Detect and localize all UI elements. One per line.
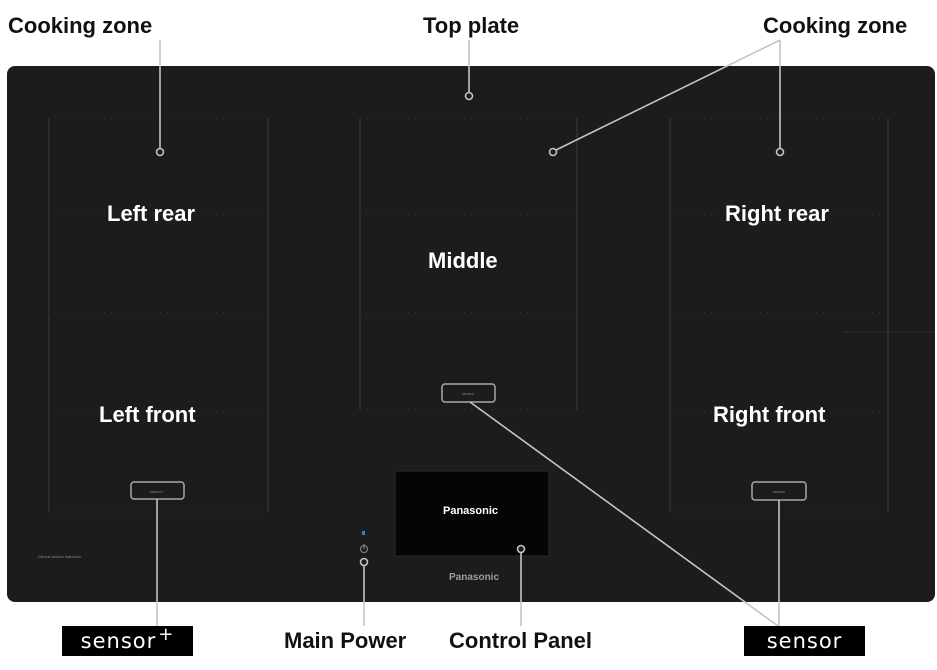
callout-cooking-zone-right: Cooking zone [763, 13, 908, 38]
callout-lines [156, 39, 781, 627]
sensor-marker-text: sensor+ sensor sensor [150, 391, 786, 494]
sensor-text: sensor [766, 629, 843, 653]
zone-boundaries [48, 118, 889, 512]
callout-dot [155, 147, 165, 157]
control-panel-display[interactable] [394, 470, 550, 557]
zone-label-left-rear: Left rear [107, 201, 196, 226]
cooktop-top-plate [7, 66, 935, 602]
callout-dot [464, 91, 474, 101]
zone-label-middle: Middle [428, 248, 498, 273]
zone-label-right-rear: Right rear [725, 201, 829, 226]
svg-text:sensor+: sensor+ [150, 489, 165, 494]
callout-dot [775, 147, 785, 157]
callout-dot [359, 557, 369, 567]
callout-top-plate: Top plate [423, 13, 520, 38]
svg-text:sensor: sensor [462, 391, 475, 396]
plate-brand-logo: Panasonic [449, 572, 500, 583]
callout-dot [548, 147, 558, 157]
callout-line-cooking-zone-middle [555, 39, 781, 151]
display-brand-logo: Panasonic [443, 505, 499, 517]
callout-dots [155, 91, 785, 567]
svg-text:sensor: sensor [773, 489, 786, 494]
sensor-plus-badge: sensor+ [62, 626, 193, 656]
callout-line-sensor-middle [469, 401, 779, 627]
zone-label-left-front: Left front [99, 402, 196, 427]
callout-control-panel: Control Panel [449, 628, 593, 653]
callout-dot [516, 544, 526, 554]
sensor-badge: sensor [744, 626, 865, 656]
zone-label-right-front: Right front [713, 402, 826, 427]
sensor-middle-marker [441, 383, 496, 403]
series-text: Genius sensor induction [38, 554, 81, 559]
indicator-led [362, 531, 365, 535]
callout-main-power: Main Power [284, 628, 407, 653]
sensor-plus-text: sensor [80, 629, 157, 653]
sensor-plus-mark: + [158, 624, 175, 645]
callout-cooking-zone-left: Cooking zone [8, 13, 153, 38]
